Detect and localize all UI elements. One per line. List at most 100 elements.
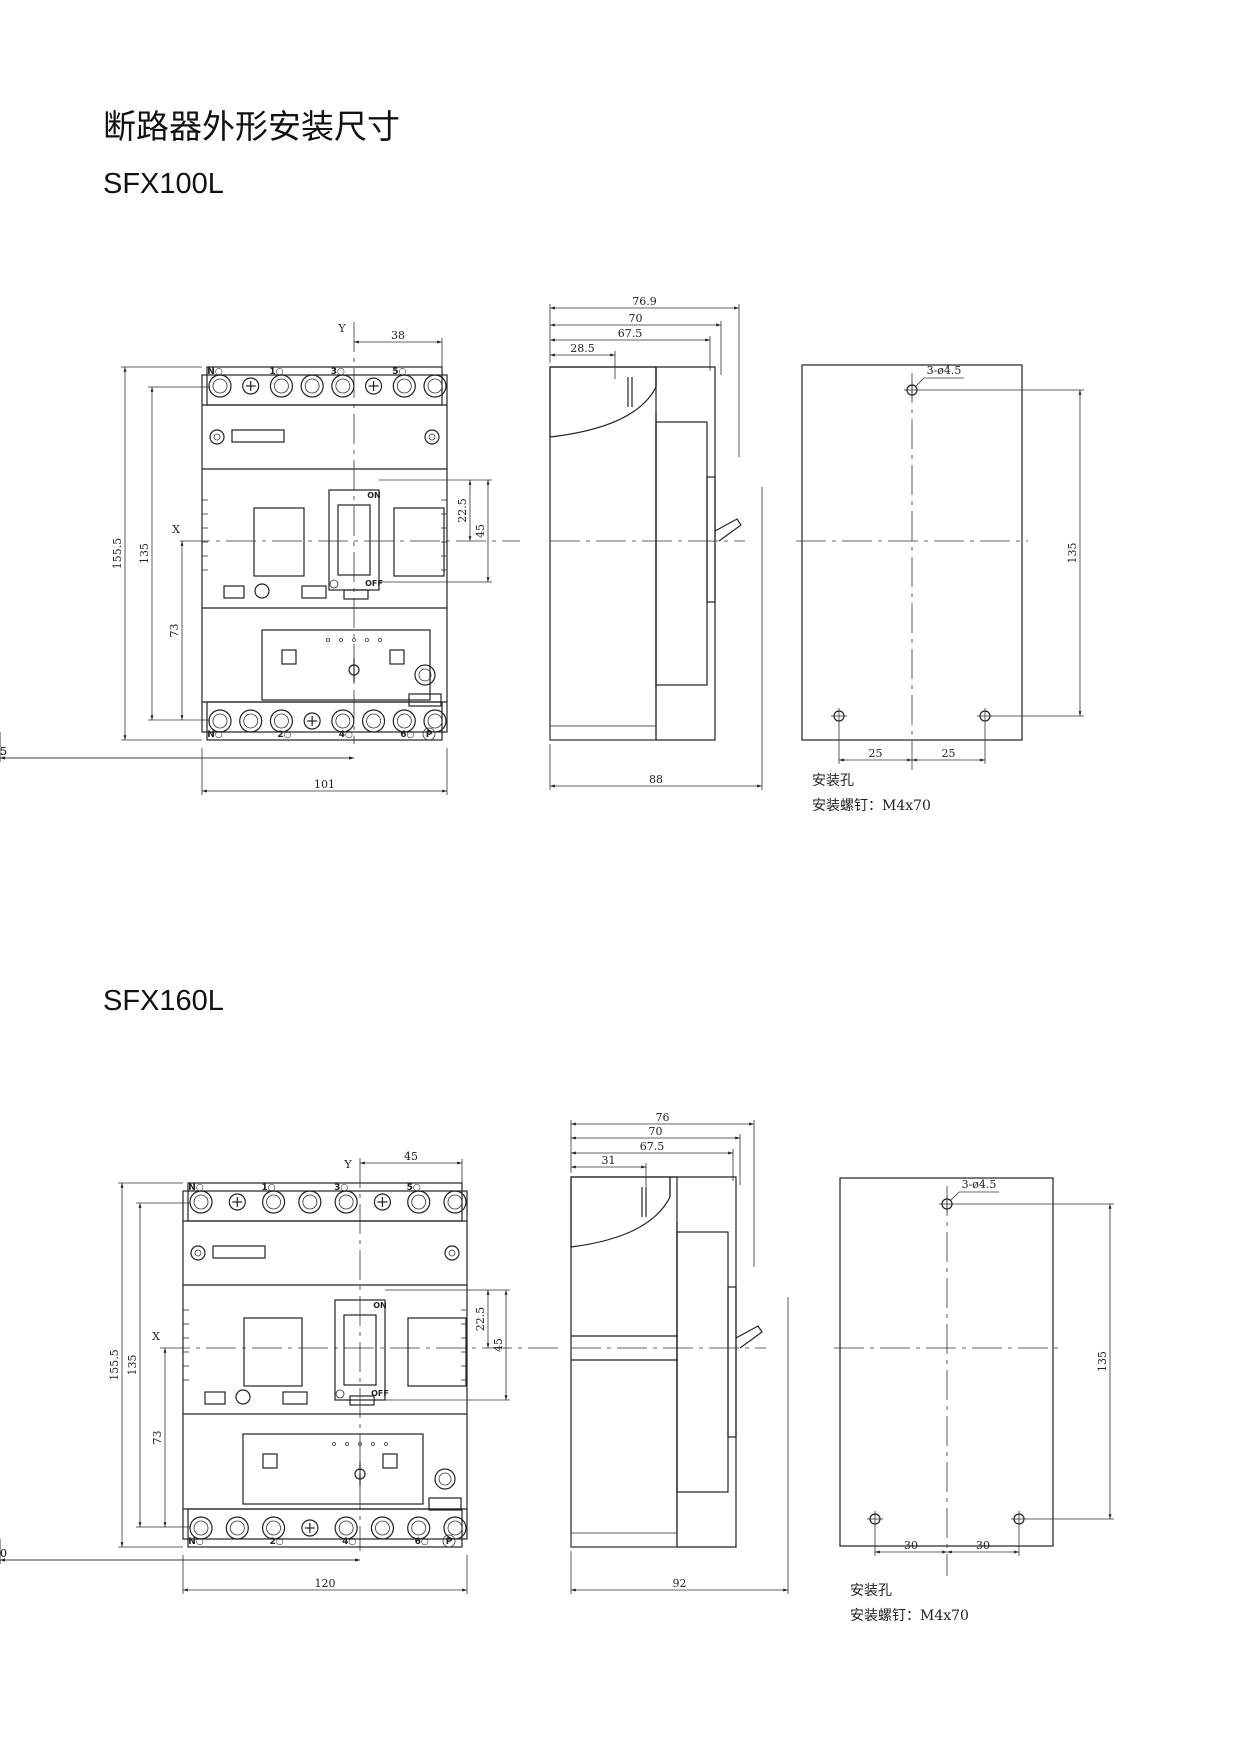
accessory-slot	[389, 649, 405, 665]
p-label: P	[446, 1537, 453, 1547]
on-label: ON	[367, 491, 381, 500]
terminal-screw	[407, 1190, 431, 1214]
terminal-screw	[423, 709, 447, 733]
accessory-panel	[242, 1433, 424, 1505]
mounting-plate	[801, 364, 1023, 741]
terminal-screw	[189, 1190, 213, 1214]
terminal-screw-inner	[304, 378, 320, 394]
cross-screw	[373, 1193, 392, 1211]
terminal-label-bottom: N○	[188, 1537, 204, 1547]
indicator-window	[282, 1391, 308, 1405]
mount-note-holes: 安装孔	[812, 773, 854, 789]
p-circle	[442, 1534, 456, 1548]
side-base	[549, 725, 657, 741]
side-cover-top	[549, 366, 657, 438]
cross-screw	[242, 377, 260, 395]
off-label: OFF	[365, 579, 383, 588]
terminal-label-bottom: 2○	[277, 730, 291, 740]
mount-screw-inner	[213, 433, 221, 441]
dimension-label: 135	[1066, 543, 1079, 564]
mount-screw-inner	[428, 433, 436, 441]
terminal-screw-inner	[335, 713, 351, 729]
breaker-body	[201, 374, 448, 733]
terminal-screw-inner	[338, 1194, 354, 1210]
terminal-screw	[225, 1516, 249, 1540]
terminal-screw-inner	[212, 713, 228, 729]
aux-knob	[414, 664, 436, 686]
terminal-screw-inner	[366, 713, 381, 729]
reset-knob	[235, 1389, 251, 1405]
terminal-screw-inner	[193, 1194, 209, 1210]
window-right	[407, 1317, 467, 1387]
model-title-sfx160l: SFX160L	[103, 985, 224, 1017]
dimension-label: 76	[656, 1111, 670, 1124]
terminal-screw-inner	[427, 378, 443, 394]
cross-screw	[301, 1519, 319, 1537]
accessory-dot	[326, 638, 330, 642]
terminal-screw-inner	[447, 1520, 463, 1536]
dimension-label: 30	[0, 1547, 7, 1560]
dimension-label: 45	[404, 1150, 418, 1163]
leader-line	[950, 1191, 960, 1201]
side-base	[570, 1532, 678, 1548]
side-handle-base	[706, 476, 716, 603]
side-cover-top	[570, 1176, 671, 1248]
accessory-dot	[365, 638, 369, 642]
dimension-label: 30	[904, 1539, 918, 1552]
terminal-screw-inner	[396, 378, 412, 394]
off-label: OFF	[371, 1389, 389, 1398]
leader-line	[915, 377, 925, 387]
dimension-label: 120	[315, 1577, 336, 1590]
cross-screw	[303, 712, 321, 730]
drawings-layer: N○1○3○5○N○2○4○6○PONOFFYX101252538155.513…	[0, 295, 1114, 1624]
accessory-slot	[281, 649, 297, 665]
dimension-label: 45	[474, 524, 487, 538]
terminal-screw-inner	[427, 713, 443, 729]
p-circle	[422, 727, 436, 741]
small-window	[343, 589, 369, 600]
side-handle-base	[727, 1286, 737, 1438]
y-axis-label: Y	[337, 322, 346, 335]
dimension-label: 38	[391, 329, 405, 342]
mount-note-screws: 安装螺钉：M4x70	[850, 1608, 969, 1624]
y-axis-label: Y	[343, 1158, 352, 1171]
dimension-label: 73	[168, 624, 181, 638]
terminal-screw	[269, 709, 294, 733]
dimension-label: 101	[314, 778, 335, 791]
terminal-screw-inner	[274, 378, 289, 394]
dimension-label: 31	[602, 1154, 616, 1167]
on-label: ON	[373, 1301, 387, 1310]
side-body	[549, 366, 657, 741]
side-mechanism	[676, 1231, 729, 1493]
side-handle	[714, 518, 742, 542]
dimension-label: 92	[673, 1577, 687, 1590]
terminal-screw	[334, 1190, 358, 1214]
terminal-screw-inner	[411, 1520, 427, 1536]
terminal-screw	[261, 1190, 286, 1214]
dimension-label: 25	[0, 745, 7, 758]
terminal-label-bottom: 6○	[400, 730, 414, 740]
accessory-dot	[371, 1442, 375, 1446]
dimension-label: 22.5	[474, 1307, 487, 1332]
mount-screw	[424, 429, 440, 445]
terminal-label-top: 3○	[334, 1183, 348, 1193]
dimension-label: 155.5	[111, 538, 124, 570]
terminal-screw	[392, 374, 416, 398]
accessory-slot	[262, 1453, 278, 1469]
aux-plate	[408, 693, 442, 707]
dimension-label: 135	[1096, 1351, 1109, 1372]
side-rear	[655, 366, 716, 741]
side-rear	[669, 1176, 737, 1548]
terminal-screw	[239, 709, 263, 733]
terminal-screw	[208, 709, 232, 733]
off-indicator	[329, 579, 339, 589]
terminal-label-top: N○	[188, 1183, 204, 1193]
front-view: N○1○3○5○N○2○4○6○PONOFFYX101252538155.513…	[0, 322, 520, 795]
dimension-label: 30	[0, 1547, 7, 1560]
dimension-label: 135	[126, 1355, 139, 1376]
dimension-label: 25	[869, 747, 883, 760]
dimension-label: 30	[976, 1539, 990, 1552]
aux-knob-inner	[418, 668, 432, 682]
